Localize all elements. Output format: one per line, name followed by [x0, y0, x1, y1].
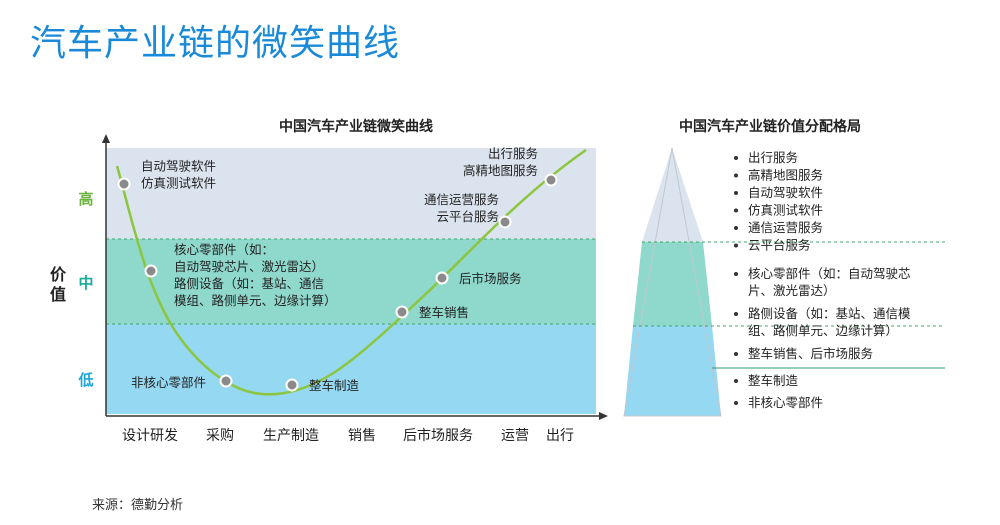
pyramid-item: 云平台服务 — [748, 238, 811, 253]
curve-point-marker — [544, 173, 558, 187]
curve-point-marker — [285, 378, 299, 392]
pyramid-item: 仿真测试软件 — [748, 203, 823, 218]
x-tick-labels: 设计研发 采购 生产制造 销售 后市场服务 运营 出行 — [122, 427, 574, 444]
pyramid-item: 组、路侧单元、边缘计算） — [748, 323, 898, 338]
x-tick-label: 设计研发 — [122, 428, 178, 444]
curve-point-label: 非核心零部件 — [131, 375, 206, 390]
x-tick-label: 采购 — [206, 428, 234, 444]
y-axis-label: 价值 — [50, 265, 67, 304]
curve-point-label: 路侧设备（如：基站、通信 — [174, 276, 324, 291]
curve-point-label: 自动驾驶软件 — [141, 159, 216, 174]
pyramid-item-bullet-icon — [734, 156, 738, 160]
pyramid-item: 高精地图服务 — [748, 168, 823, 183]
curve-point-marker — [144, 264, 158, 278]
pyramid-tier-low — [624, 326, 721, 416]
mid-value-band — [106, 239, 596, 324]
pyramid-item: 核心零部件（如：自动驾驶芯 — [748, 266, 911, 281]
curve-point-label: 自动驾驶芯片、激光雷达） — [174, 259, 324, 274]
y-axis-label-char: 值 — [50, 285, 66, 304]
pyramid-item-bullet-icon — [734, 226, 738, 230]
pyramid-item: 自动驾驶软件 — [748, 185, 823, 200]
pyramid-outline — [623, 147, 722, 417]
pyramid-item-bullet-icon — [734, 173, 738, 178]
pyramid-tier-high — [642, 148, 703, 242]
slide-title: 汽车产业链的微笑曲线 — [30, 23, 401, 64]
pyramid-tier-mid — [633, 242, 712, 326]
curve-point-label: 后市场服务 — [459, 271, 522, 286]
curve-point-marker — [435, 271, 449, 285]
curve-point-label: 高精地图服务 — [463, 163, 538, 178]
curve-point-label: 模组、路侧单元、边缘计算） — [174, 293, 337, 308]
pyramid-item-bullet-icon — [734, 352, 738, 356]
x-tick-label: 销售 — [348, 428, 376, 444]
right-chart-title: 中国汽车产业链价值分配格局 — [679, 118, 861, 135]
source-note: 来源：德勤分析 — [92, 498, 184, 513]
pyramid-item-bullet-icon — [734, 312, 738, 316]
pyramid-item: 整车销售、后市场服务 — [748, 346, 873, 361]
x-tick-label: 后市场服务 — [403, 427, 473, 444]
curve-point-label: 仿真测试软件 — [141, 176, 216, 191]
curve-point-label: 云平台服务 — [436, 209, 499, 224]
pyramid-item-bullet-icon — [734, 379, 738, 383]
pyramid-item: 路侧设备（如：基站、通信模 — [748, 306, 911, 321]
y-axis-label-char: 价 — [50, 265, 67, 284]
smile-curve-line — [115, 148, 587, 396]
x-axis-arrow-icon — [599, 412, 608, 420]
pyramid-item: 出行服务 — [748, 150, 798, 165]
pyramid-item-bullet-icon — [734, 191, 738, 195]
y-axis-arrow-icon — [102, 134, 110, 143]
curve-point-label: 出行服务 — [488, 146, 538, 161]
x-tick-label: 出行 — [546, 428, 574, 444]
pyramid-item-bullet-icon — [734, 272, 738, 276]
curve-point-marker — [117, 177, 131, 191]
level-label-low: 低 — [77, 371, 93, 389]
level-label-high: 高 — [78, 190, 93, 208]
pyramid-item-bullet-icon — [734, 243, 738, 248]
pyramid-item-list: 出行服务高精地图服务自动驾驶软件仿真测试软件通信运营服务云平台服务核心零部件（如… — [734, 150, 911, 410]
curve-point-marker — [395, 305, 409, 319]
pyramid-item: 通信运营服务 — [748, 220, 823, 235]
pyramid-item-bullet-icon — [734, 208, 738, 213]
pyramid-item: 片、激光雷达） — [748, 283, 836, 298]
x-tick-label: 生产制造 — [263, 428, 319, 444]
curve-point-label: 核心零部件（如： — [174, 242, 274, 257]
x-tick-label: 运营 — [501, 428, 529, 444]
curve-point-label: 整车制造 — [309, 378, 360, 393]
curve-point-marker — [498, 215, 512, 229]
level-label-mid: 中 — [78, 274, 93, 292]
left-chart-title: 中国汽车产业链微笑曲线 — [279, 118, 433, 135]
curve-point-label: 通信运营服务 — [424, 192, 499, 207]
low-value-band — [106, 324, 596, 414]
curve-point-marker — [219, 374, 233, 388]
curve-point-label: 整车销售 — [419, 305, 469, 320]
high-value-band — [106, 148, 596, 239]
pyramid-item: 整车制造 — [748, 373, 799, 388]
pyramid-item: 非核心零部件 — [748, 395, 823, 410]
pyramid-item-bullet-icon — [734, 401, 738, 405]
